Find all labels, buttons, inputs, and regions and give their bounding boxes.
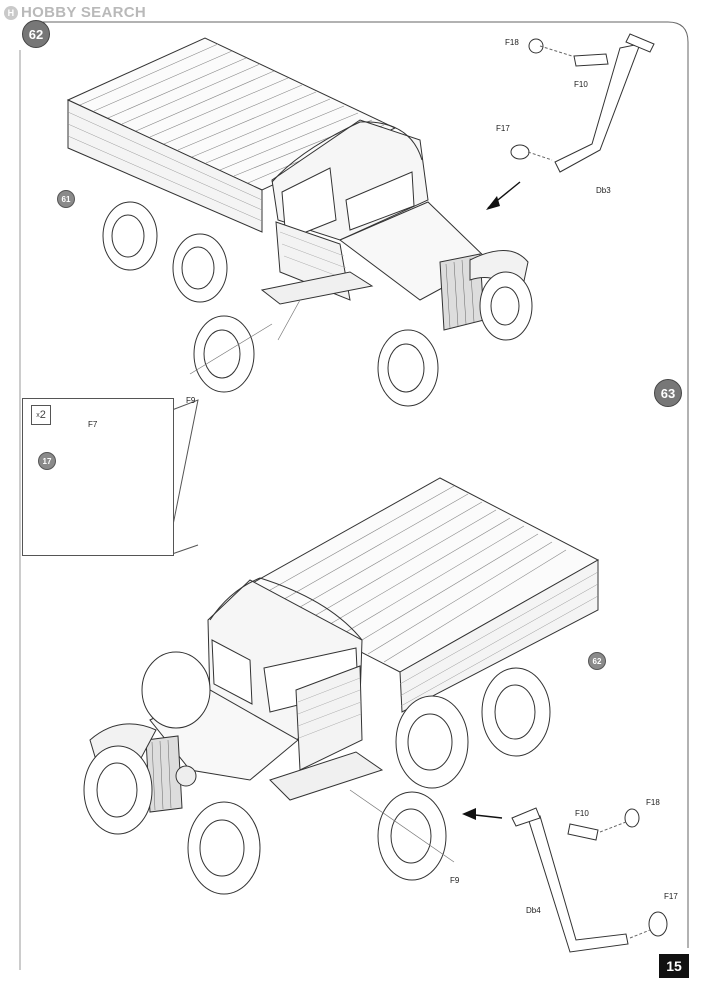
quantity-multiplier: x <box>36 411 40 419</box>
part-label-f10-upper: F10 <box>574 80 588 89</box>
part-label-f9-lower: F9 <box>450 876 460 885</box>
crank-handle-db3-drawing <box>510 33 655 173</box>
step-63-badge: 63 <box>654 379 682 407</box>
part-label-f10-lower: F10 <box>575 809 589 818</box>
watermark: H HOBBY SEARCH <box>4 4 146 21</box>
part-label-f17-upper: F17 <box>496 124 510 133</box>
truck-lower-drawing <box>83 477 600 895</box>
ref-callout-61: 61 <box>57 190 75 208</box>
watermark-text: HOBBY SEARCH <box>21 4 147 21</box>
ref-callout-17: 17 <box>38 452 56 470</box>
truck-upper-drawing <box>66 37 533 407</box>
quantity-count: 2 <box>39 409 46 421</box>
part-label-f7: F7 <box>88 420 98 429</box>
part-label-db4: Db4 <box>526 906 541 915</box>
part-label-f9-upper: F9 <box>186 396 196 405</box>
page-number: 15 <box>659 954 689 978</box>
part-label-f18-lower: F18 <box>646 798 660 807</box>
crank-handle-db4-drawing <box>511 807 668 953</box>
part-label-f18-upper: F18 <box>505 38 519 47</box>
part-label-db3: Db3 <box>596 186 611 195</box>
step-62-badge: 62 <box>22 20 50 48</box>
watermark-logo-icon: H <box>4 5 18 20</box>
ref-callout-62: 62 <box>588 652 606 670</box>
part-label-f17-lower: F17 <box>664 892 678 901</box>
